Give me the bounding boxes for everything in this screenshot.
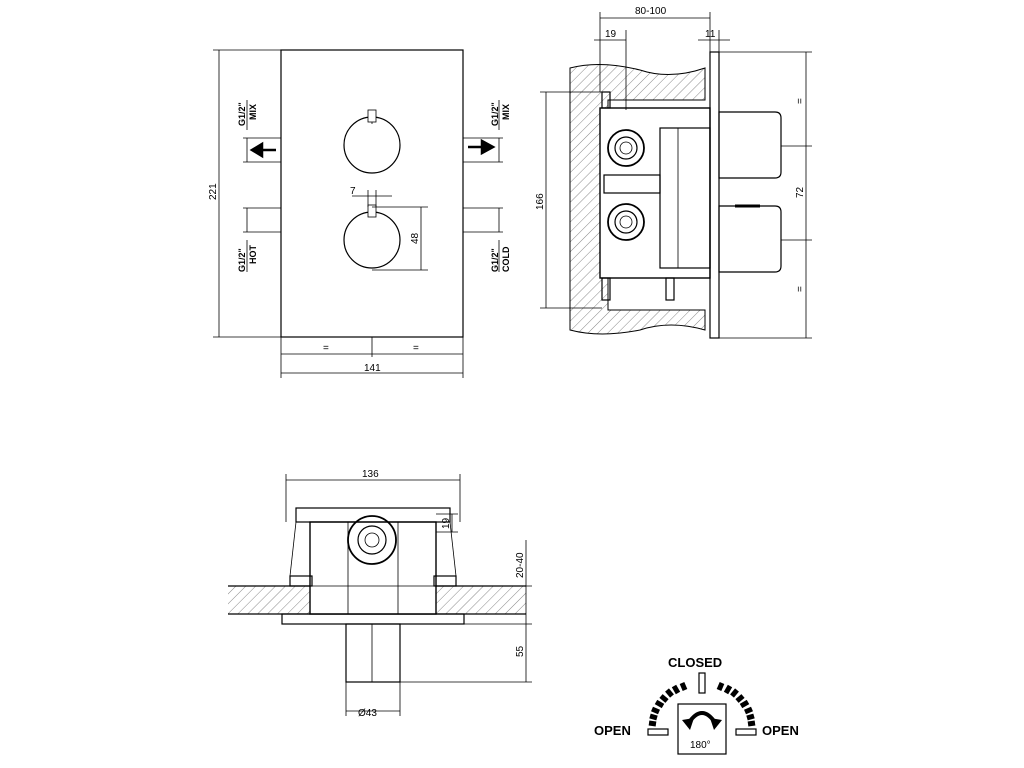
cold-size: G1/2": [490, 248, 500, 272]
mix-left-size: G1/2": [237, 102, 247, 126]
dim-width: 141: [364, 363, 381, 374]
fitting-hot: [607, 203, 645, 241]
dim-top-19: 19: [441, 517, 452, 529]
equal-mark-right: =: [413, 343, 419, 354]
dim-20-40: 20-40: [515, 552, 526, 578]
fitting-mix: [607, 129, 645, 167]
hot-name: HOT: [248, 245, 258, 265]
arrow-right-icon: [468, 138, 496, 156]
top-cover-plate: [281, 613, 465, 625]
equal-mark-top: =: [795, 98, 806, 104]
open-left-label: OPEN: [594, 723, 631, 738]
cover-plate: [280, 49, 464, 338]
valve-body-top: [309, 521, 437, 615]
mix-right-name: MIX: [501, 104, 511, 120]
dim-166: 166: [535, 193, 546, 210]
dim-55: 55: [515, 645, 526, 657]
fitting-top: [347, 515, 397, 565]
angle-label: 180°: [690, 740, 711, 751]
stem: [345, 623, 401, 683]
arc-right: [716, 682, 756, 727]
front-view: 7 48 221 = = 141 G1/2" MIX G1/2" HOT: [208, 49, 511, 378]
side-knob-bottom: [718, 205, 782, 273]
mix-left-name: MIX: [248, 104, 258, 120]
hot-size: G1/2": [237, 248, 247, 272]
mix-knob: [343, 116, 401, 174]
dim-side-19: 19: [605, 29, 617, 40]
mix-right-size: G1/2": [490, 102, 500, 126]
rotation-diagram: CLOSED OPEN OPEN: [594, 655, 799, 755]
dim-diameter: Ø43: [358, 708, 377, 719]
arc-left: [648, 682, 688, 727]
equal-mark-bottom: =: [795, 286, 806, 292]
rotation-box: [677, 703, 727, 755]
dim-side-11: 11: [705, 29, 716, 40]
dim-pin: 7: [350, 186, 356, 197]
dim-knob: 48: [410, 232, 421, 244]
closed-label: CLOSED: [668, 655, 722, 670]
side-knob-top: [718, 111, 782, 179]
dim-72: 72: [795, 186, 806, 198]
dim-height: 221: [208, 183, 219, 200]
cold-name: COLD: [501, 246, 511, 272]
dim-depth: 80-100: [635, 6, 667, 17]
temperature-knob: [343, 211, 401, 269]
open-right-label: OPEN: [762, 723, 799, 738]
side-cover-plate: [709, 51, 720, 339]
side-view: 80-100 19 11 166 72 = =: [535, 6, 812, 339]
arrow-left-icon: [249, 141, 276, 159]
dim-136: 136: [362, 469, 379, 480]
top-view: 136 19 20-40 55 Ø43: [228, 469, 532, 719]
equal-mark-left: =: [323, 343, 329, 354]
